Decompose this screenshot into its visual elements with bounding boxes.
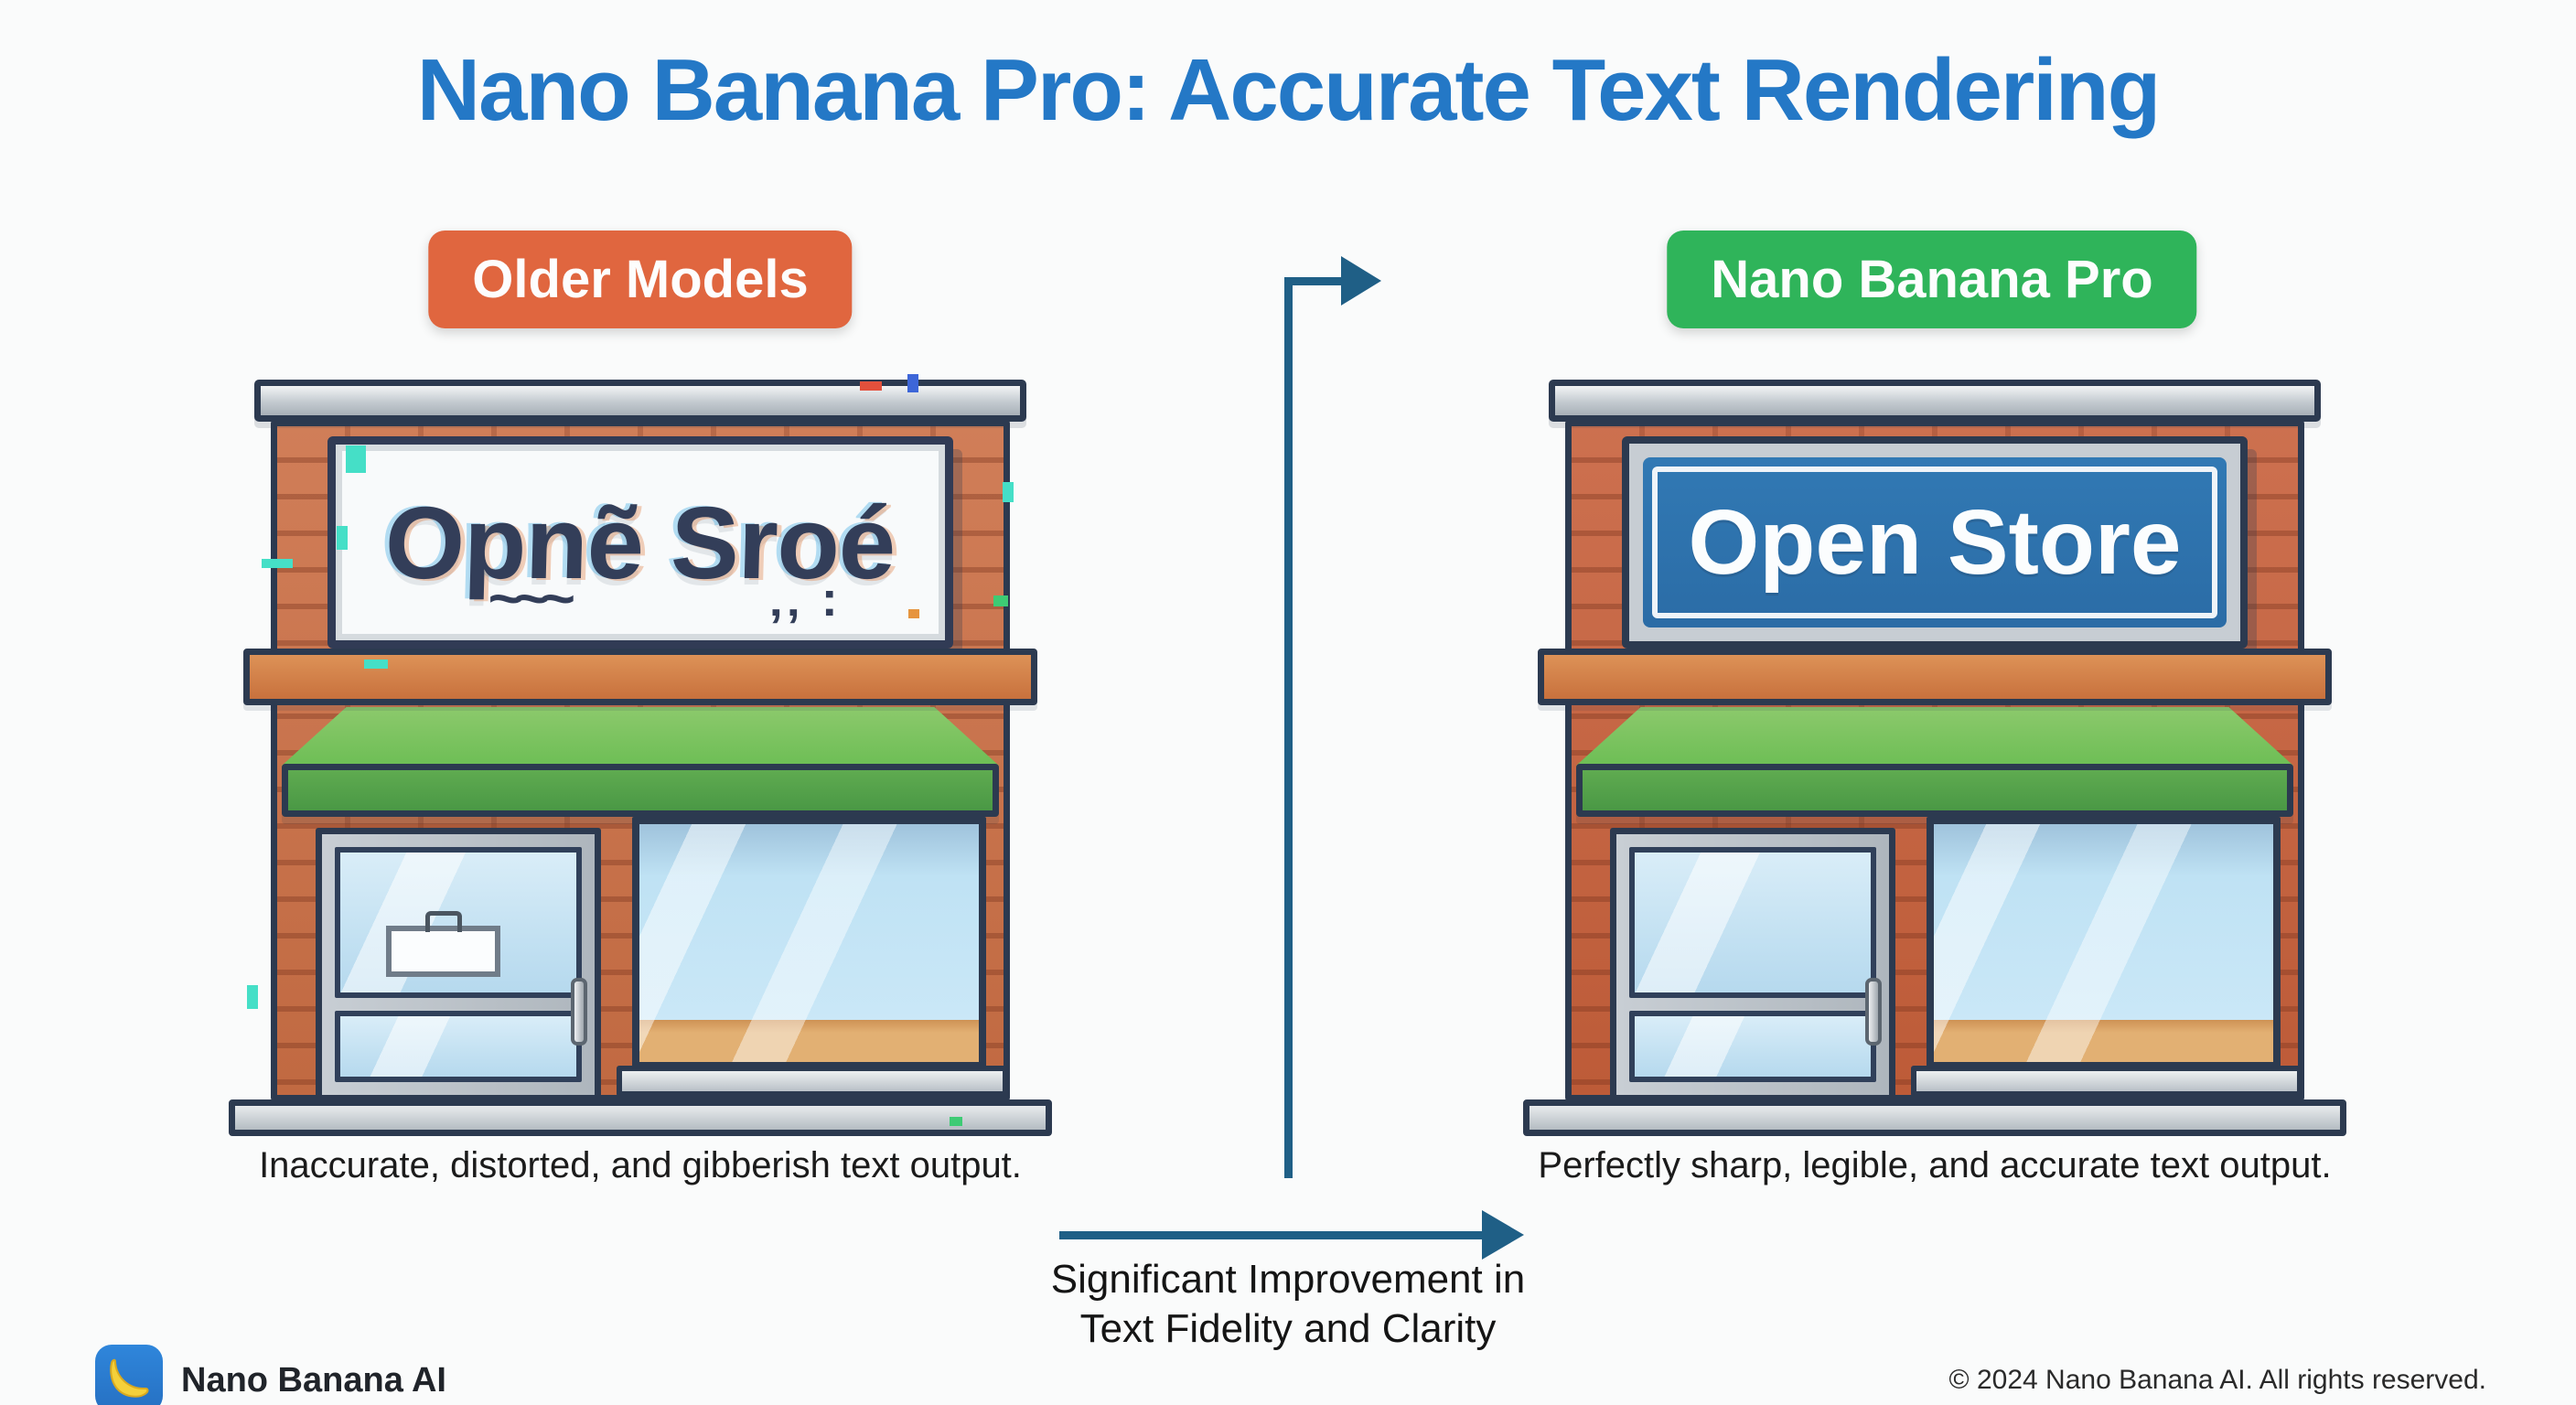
sign-panel: Open Store bbox=[1643, 457, 2227, 627]
store-roof-cornice bbox=[254, 380, 1026, 422]
store-sign-glitched: Opnẽ Sroé ~~~ ‚‚ : bbox=[327, 436, 953, 649]
display-window bbox=[632, 817, 986, 1069]
page-title: Nano Banana Pro: Accurate Text Rendering bbox=[416, 41, 2161, 139]
improvement-note-line2: Text Fidelity and Clarity bbox=[1079, 1305, 1497, 1351]
door-handle bbox=[1865, 977, 1882, 1046]
window-sill bbox=[617, 1066, 1008, 1097]
glitch-artifact bbox=[346, 445, 366, 473]
glitch-marks: ‚‚ : bbox=[768, 572, 842, 627]
store-roof-cornice bbox=[1549, 380, 2321, 422]
window-sill bbox=[1911, 1066, 2302, 1097]
awning-top bbox=[1576, 707, 2293, 766]
glitch-artifact bbox=[337, 526, 348, 550]
brand-logo bbox=[95, 1345, 163, 1405]
nano-banana-pro-caption: Perfectly sharp, legible, and accurate t… bbox=[1538, 1145, 2332, 1185]
improvement-arrow-head-icon bbox=[1482, 1210, 1524, 1260]
store-ledge bbox=[243, 649, 1037, 705]
awning-front bbox=[1576, 764, 2293, 817]
glitch-artifact bbox=[993, 595, 1008, 606]
door-pane-bottom bbox=[335, 1011, 582, 1082]
elbow-arrow-shaft bbox=[1284, 277, 1343, 285]
nano-banana-pro-badge: Nano Banana Pro bbox=[1667, 231, 2197, 328]
glitch-artifact bbox=[262, 559, 293, 568]
brand-name: Nano Banana AI bbox=[181, 1361, 446, 1400]
divider-line bbox=[1284, 277, 1293, 1178]
improvement-arrow-shaft bbox=[1059, 1231, 1484, 1239]
window-interior-floor bbox=[639, 1020, 979, 1062]
door-glass bbox=[335, 847, 582, 1082]
door-glass bbox=[1629, 847, 1876, 1082]
improvement-note-line1: Significant Improvement in bbox=[1050, 1257, 1526, 1302]
door-handle bbox=[571, 977, 587, 1046]
glitch-artifact bbox=[1003, 482, 1014, 502]
glitch-artifact bbox=[364, 660, 388, 669]
glitch-artifact bbox=[247, 985, 258, 1009]
elbow-arrow-head-icon bbox=[1341, 256, 1381, 306]
glitch-artifact bbox=[860, 381, 882, 391]
awning-front bbox=[282, 764, 999, 817]
storefront-older-models: Opnẽ Sroé ~~~ ‚‚ : bbox=[229, 374, 1052, 1141]
badge-label: Older Models bbox=[472, 250, 809, 309]
improvement-note: Significant Improvement in Text Fidelity… bbox=[1014, 1255, 1562, 1353]
storefront-nano-banana-pro: Open Store bbox=[1523, 380, 2346, 1141]
store-base bbox=[229, 1099, 1052, 1136]
store-door bbox=[316, 828, 601, 1101]
glitch-artifact bbox=[907, 374, 918, 392]
glitch-artifact bbox=[950, 1117, 962, 1126]
banana-icon bbox=[110, 1358, 149, 1398]
awning-top bbox=[282, 707, 999, 766]
store-door bbox=[1610, 828, 1895, 1101]
door-pane-bottom bbox=[1629, 1011, 1876, 1082]
store-base bbox=[1523, 1099, 2346, 1136]
older-models-badge: Older Models bbox=[428, 231, 853, 328]
display-window bbox=[1927, 817, 2281, 1069]
door-pane-top bbox=[335, 847, 582, 999]
door-hanging-sign bbox=[386, 926, 500, 977]
copyright-text: © 2024 Nano Banana AI. All rights reserv… bbox=[1948, 1365, 2486, 1395]
badge-label: Nano Banana Pro bbox=[1711, 250, 2153, 309]
window-interior-floor bbox=[1934, 1020, 2273, 1062]
door-pane-top bbox=[1629, 847, 1876, 999]
older-models-caption: Inaccurate, distorted, and gibberish tex… bbox=[259, 1145, 1022, 1185]
glitch-artifact bbox=[908, 609, 919, 618]
sign-text: Open Store bbox=[1688, 490, 2182, 594]
store-ledge bbox=[1538, 649, 2332, 705]
store-sign-clean: Open Store bbox=[1622, 436, 2248, 649]
glitch-squiggle: ~~~ bbox=[488, 567, 576, 629]
